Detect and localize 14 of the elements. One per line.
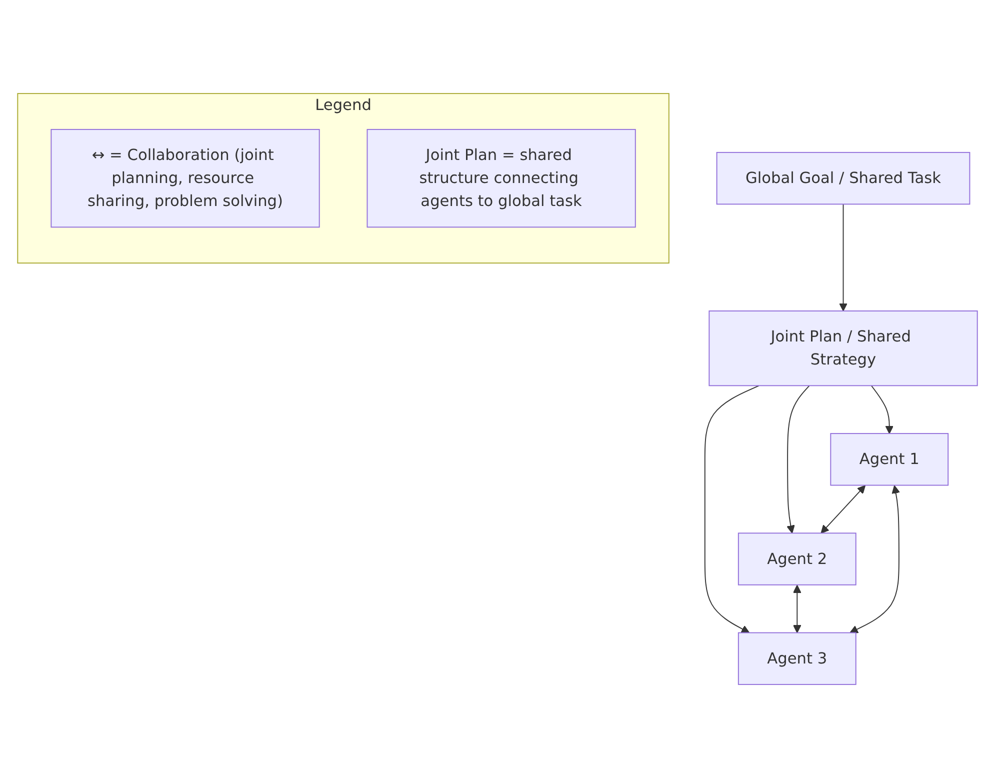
arrow — [839, 204, 848, 312]
node-box: Agent 3 — [738, 632, 856, 685]
node-box: Joint Plan / Shared Strategy — [708, 310, 978, 386]
arrow — [850, 485, 900, 634]
arrow — [786, 385, 810, 534]
arrow — [792, 584, 802, 634]
node-box: ↔ = Collaboration (joint planning, resource sharing, problem solving) — [50, 128, 320, 228]
arrow — [870, 385, 894, 434]
node-box: Joint Plan = shared structure connecting agents to global task — [366, 128, 636, 228]
arrow — [820, 485, 866, 534]
node-box: Global Goal / Shared Task — [716, 152, 970, 205]
node-box: Agent 1 — [830, 433, 949, 486]
node-box: Agent 2 — [738, 532, 856, 586]
arrow — [704, 385, 760, 634]
